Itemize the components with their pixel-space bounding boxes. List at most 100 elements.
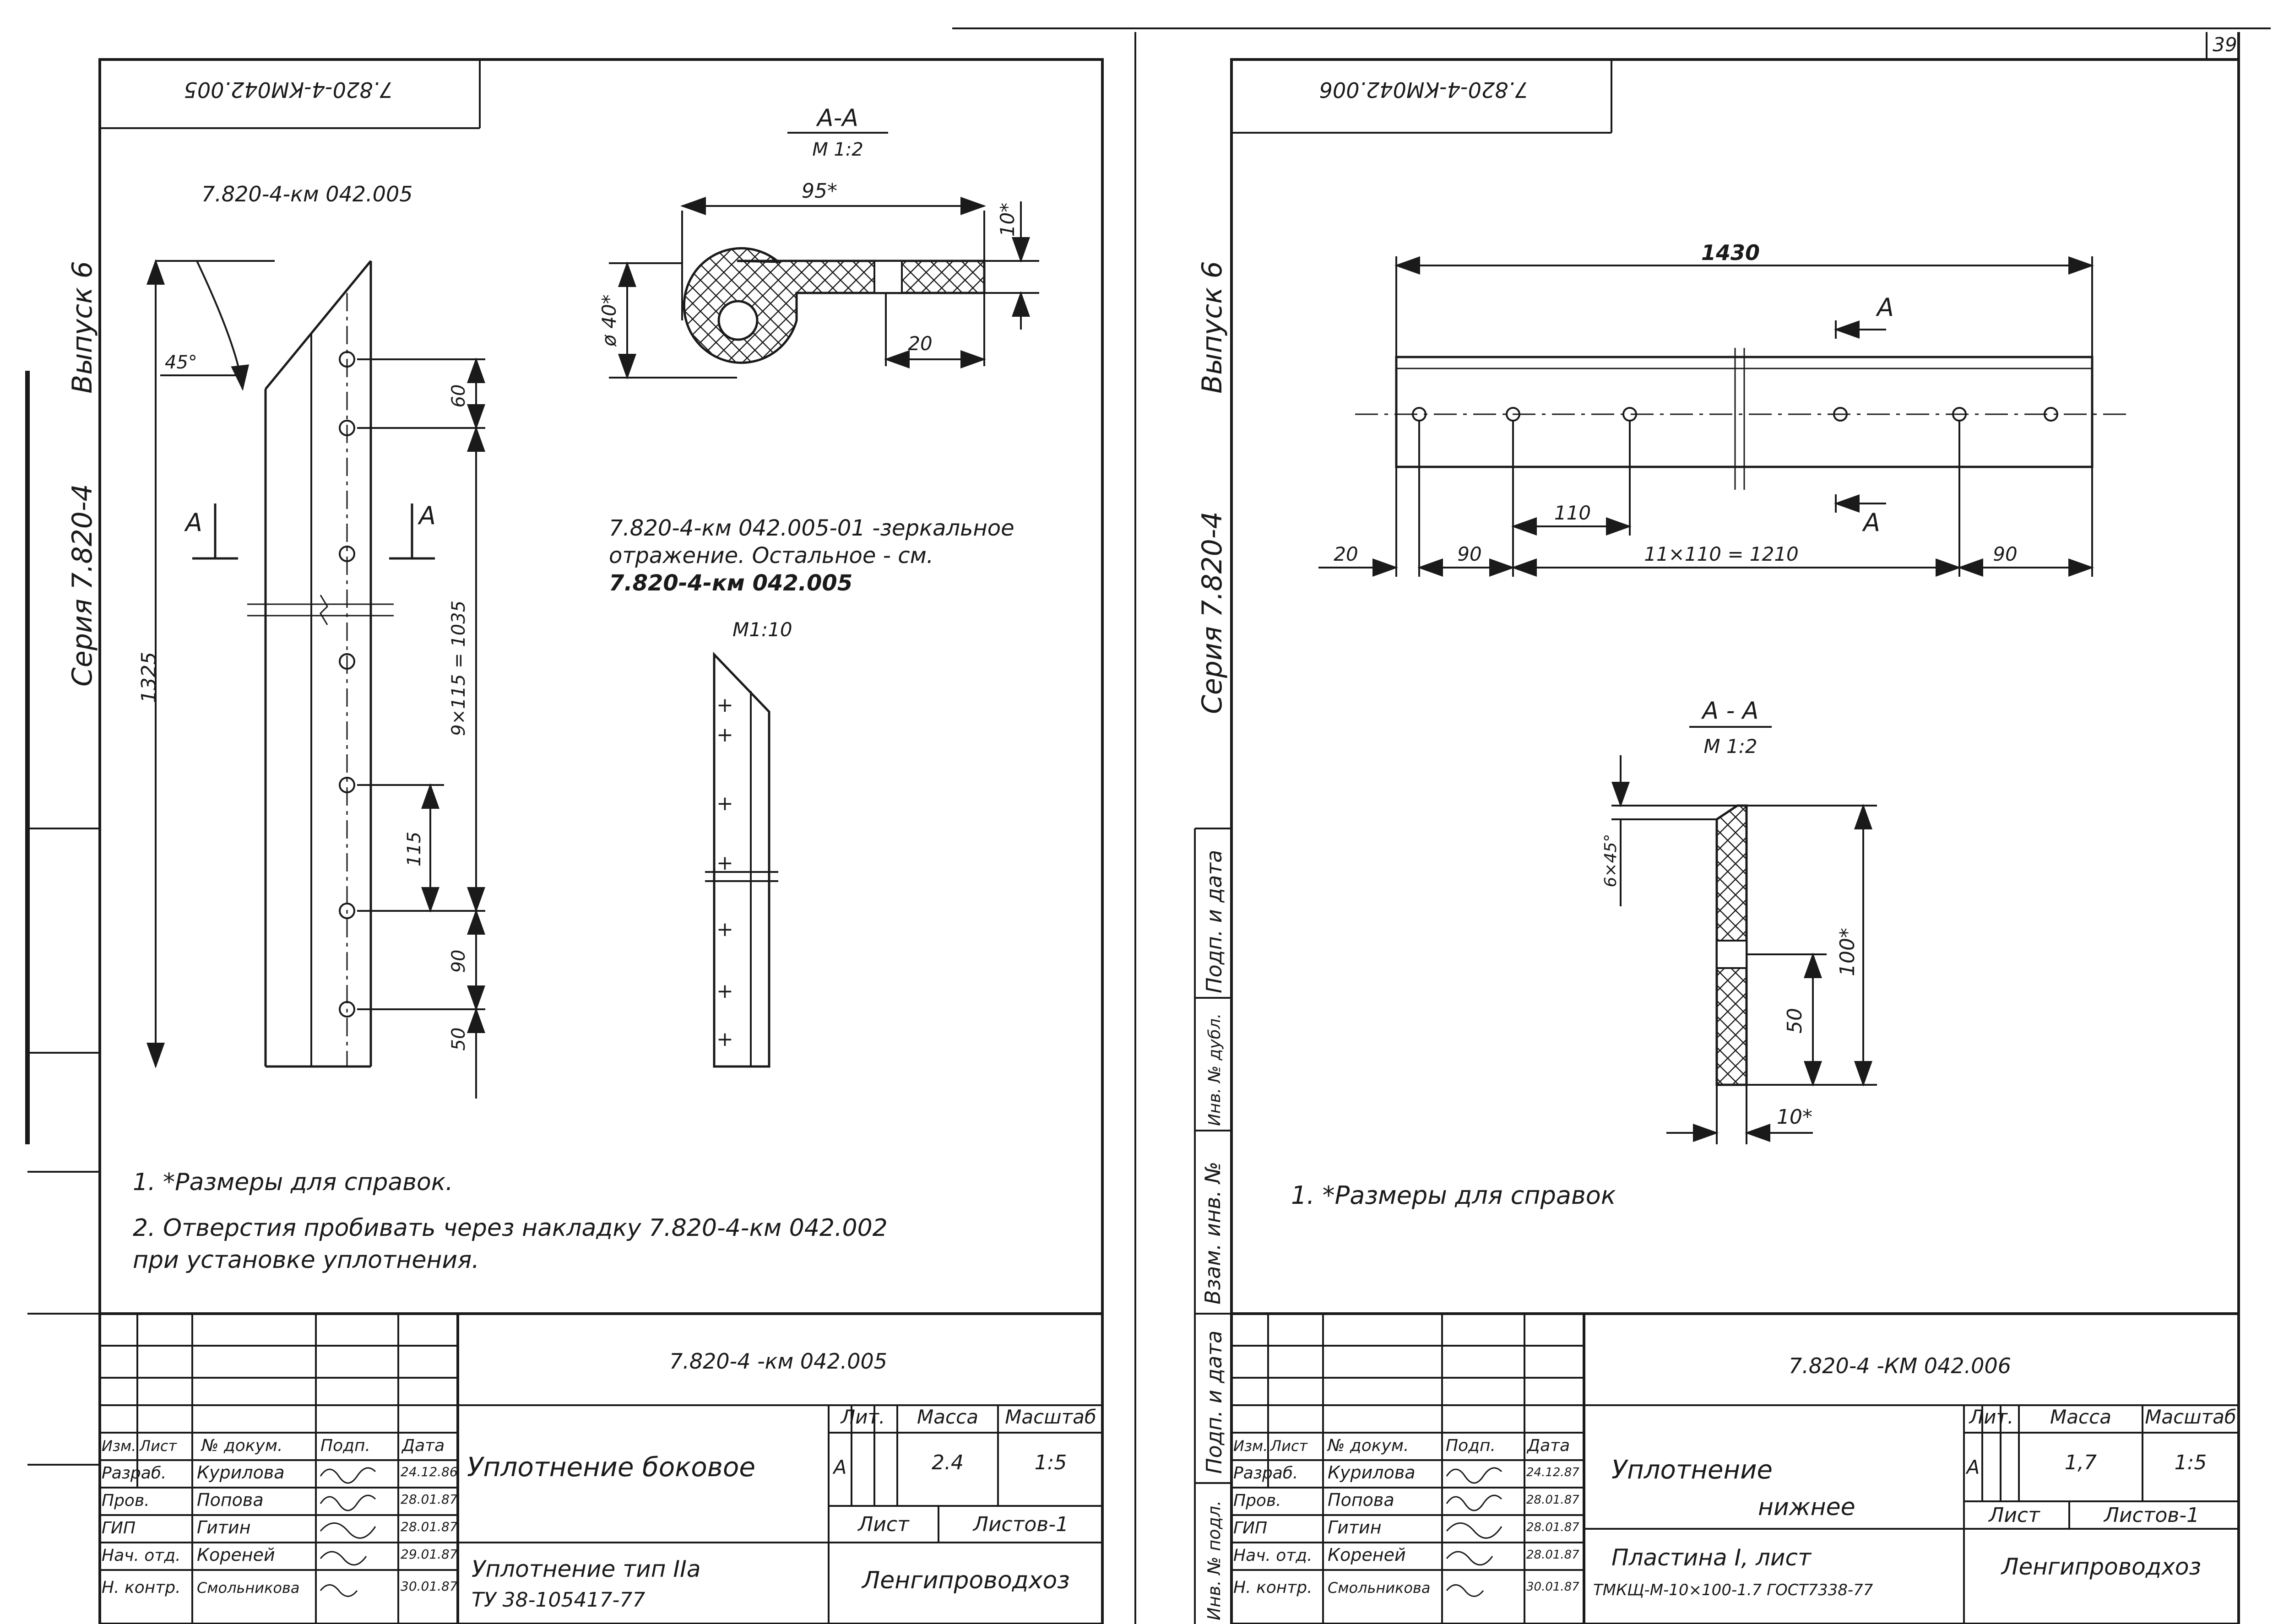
right-sheet-frame (1230, 58, 2240, 1624)
dim-90-label: 90 (448, 950, 469, 973)
bottom-seal-holes (1412, 407, 2058, 422)
left-tb-role-2: Пров. (102, 1491, 150, 1510)
left-tb-title: Уплотнение боковое (467, 1451, 755, 1483)
right-dim-90-right-label: 90 (1993, 543, 2017, 565)
right-tb-h-list: Лист (1270, 1437, 1308, 1455)
right-tb-date-5: 30.01.87 (1526, 1580, 1579, 1594)
dim-1430-label: 1430 (1701, 240, 1760, 265)
right-tb-date-2: 28.01.87 (1526, 1493, 1579, 1507)
right-tb-name-5: Смольникова (1328, 1579, 1430, 1597)
right-tb-lit: А (1965, 1456, 1980, 1478)
right-tb-code: 7.820-4 -КМ 042.006 (1789, 1353, 2011, 1378)
left-tb-h-podp: Подп. (320, 1436, 370, 1455)
right-dim-90-left-label: 90 (1457, 543, 1481, 565)
left-tb-sheets: Листов-1 (972, 1513, 1069, 1536)
dim-115-label: 115 (404, 832, 425, 866)
right-tb-sheets: Листов-1 (2103, 1504, 2199, 1527)
left-tb-role-5: Н. контр. (102, 1578, 181, 1597)
left-tb-mass: 2.4 (932, 1451, 964, 1474)
svg-text:+: + (716, 693, 733, 717)
right-tb-title-2: нижнее (1758, 1494, 1855, 1521)
left-note-1: 1. *Размеры для справок. (133, 1169, 453, 1196)
section-marks-left (192, 503, 435, 560)
left-tb-role-3: ГИП (102, 1519, 136, 1537)
svg-text:+: + (716, 918, 733, 941)
dim-chamfer-label: 6×45° (1601, 834, 1620, 888)
left-tb-date-1: 24.12.86 (401, 1464, 458, 1479)
mirror-note-3: 7.820-4-км 042.005 (609, 570, 852, 596)
dim-20-label: 20 (908, 332, 932, 355)
right-dim-100-label: 100* (1836, 928, 1859, 976)
right-stamp-3: Взам. инв. № (1200, 1162, 1225, 1305)
mirror-small-holes: + + + + + + + (716, 693, 733, 1051)
right-tb-lit-header: Лит. (1969, 1406, 2014, 1428)
right-tb-date-1: 24.12.87 (1526, 1466, 1579, 1479)
right-tb-role-1: Разраб. (1233, 1464, 1298, 1483)
page-number: 39 (2213, 33, 2237, 56)
right-tb-name-3: Гитин (1328, 1517, 1382, 1537)
left-drawing-label: 7.820-4-км 042.005 (201, 182, 412, 206)
left-tb-name-5: Смольникова (197, 1579, 299, 1597)
left-tb-scale-header: Масштаб (1005, 1406, 1096, 1428)
right-tb-material-1: Пластина I, лист (1611, 1544, 1812, 1571)
right-tb-mass: 1,7 (2065, 1451, 2097, 1474)
side-seal-section (683, 247, 986, 364)
left-tb-name-1: Курилова (197, 1462, 285, 1483)
left-corner-code: 7.820-4-КМ042.005 (184, 77, 393, 102)
section-mark-right: А (418, 501, 436, 530)
right-tb-h-podp: Подп. (1446, 1436, 1496, 1455)
right-stamp-1: Подп. и дата (1202, 850, 1226, 993)
left-margin-issue: Выпуск 6 (66, 261, 98, 394)
right-margin-strip (1194, 828, 1231, 1624)
page-frame (952, 27, 2271, 1624)
right-dim-20-label: 20 (1334, 543, 1358, 565)
left-tb-lit: А (832, 1456, 847, 1478)
mirror-note-1: 7.820-4-км 042.005-01 -зеркальное (609, 515, 1014, 541)
mirror-small-view (705, 651, 778, 1068)
right-tb-date-4: 28.01.87 (1526, 1548, 1579, 1562)
left-tb-name-3: Гитин (197, 1517, 251, 1537)
left-tb-org: Ленгипроводхоз (861, 1567, 1070, 1594)
side-seal-holes (339, 351, 355, 1018)
right-tb-h-date: Дата (1526, 1436, 1570, 1455)
left-tb-date-2: 28.01.87 (401, 1492, 458, 1507)
right-tb-name-1: Курилова (1328, 1462, 1416, 1483)
left-note-2a: 2. Отверстия пробивать через накладку 7.… (133, 1214, 888, 1242)
right-tb-material-2: ТМКЩ-М-10×100-1.7 ГОСТ7338-77 (1593, 1581, 1873, 1599)
left-margin-series: Серия 7.820-4 (66, 484, 98, 687)
angle-45-mark (160, 260, 250, 391)
dim-60-label: 60 (448, 384, 469, 408)
dim-1325 (146, 259, 275, 1068)
right-margin-issue: Выпуск 6 (1196, 261, 1228, 394)
dim-10-label: 10* (996, 203, 1019, 237)
right-tb-name-2: Попова (1328, 1490, 1394, 1510)
right-tb-h-izm: Изм. (1233, 1437, 1268, 1455)
left-section-title: А-А (816, 104, 858, 132)
right-tb-role-3: ГИП (1233, 1519, 1267, 1537)
right-tb-title-1: Уплотнение (1611, 1455, 1773, 1485)
left-tb-name-2: Попова (197, 1490, 264, 1510)
right-dim-pitch-label: 11×110 = 1210 (1644, 543, 1799, 565)
svg-text:+: + (716, 1028, 733, 1051)
bottom-seal-dims (1318, 256, 2094, 577)
right-tb-scale-header: Масштаб (2145, 1406, 2236, 1428)
dim-50-label: 50 (448, 1028, 469, 1051)
mirror-note-2: отражение. Остальное - см. (609, 543, 933, 568)
section-mark-left: А (184, 508, 202, 537)
right-section-title: А - А (1701, 697, 1759, 725)
dim-110-label: 110 (1554, 502, 1591, 524)
left-margin (25, 371, 100, 1466)
right-title-block (1231, 1314, 2239, 1624)
left-tb-h-doc: № докум. (201, 1436, 282, 1455)
left-tb-sheet: Лист (857, 1513, 910, 1536)
right-tb-h-doc: № докум. (1327, 1436, 1409, 1455)
left-tb-signatures (320, 1467, 376, 1597)
right-dim-50-label: 50 (1783, 1008, 1806, 1034)
right-margin-series: Серия 7.820-4 (1196, 511, 1228, 714)
svg-text:+: + (716, 792, 733, 815)
left-tb-date-3: 28.01.87 (401, 1519, 458, 1534)
left-title-block (100, 1314, 1102, 1624)
left-tb-h-list: Лист (139, 1437, 177, 1455)
small-view-scale: М1:10 (732, 618, 792, 641)
